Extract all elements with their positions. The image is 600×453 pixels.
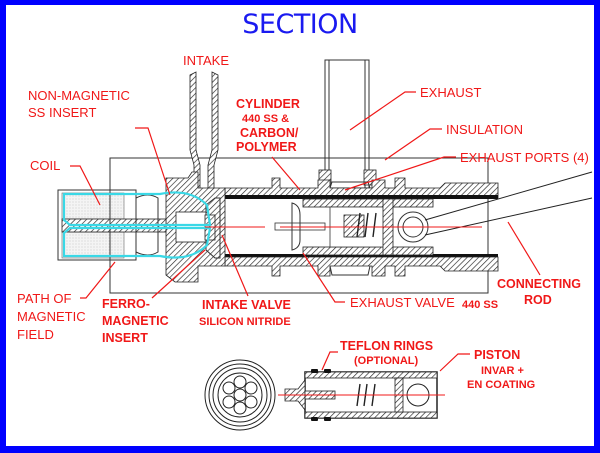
leader-exhaust bbox=[349, 91, 416, 131]
leader-exhaust-ports bbox=[344, 156, 456, 191]
label-non-magnetic: NON-MAGNETIC bbox=[28, 88, 130, 103]
leader-exhaust-valve bbox=[302, 252, 345, 303]
label-intake: INTAKE bbox=[183, 53, 229, 68]
label-piston: PISTON bbox=[474, 348, 520, 362]
svg-text:ROD: ROD bbox=[524, 293, 552, 307]
leader-cylinder bbox=[271, 156, 301, 191]
svg-text:MAGNETIC: MAGNETIC bbox=[17, 309, 86, 324]
svg-text:POLYMER: POLYMER bbox=[236, 140, 297, 154]
svg-text:MAGNETIC: MAGNETIC bbox=[102, 314, 169, 328]
svg-text:SILICON NITRIDE: SILICON NITRIDE bbox=[199, 316, 291, 328]
magnetic-path-lower bbox=[62, 226, 212, 259]
main-section-view bbox=[57, 59, 593, 294]
connecting-rod-line-2 bbox=[424, 197, 593, 236]
diagram-title: SECTION bbox=[242, 9, 357, 40]
leader-coil bbox=[70, 165, 101, 206]
piston-side-view bbox=[278, 369, 445, 421]
leader-insulation bbox=[384, 128, 442, 161]
label-intake-valve: INTAKE VALVE bbox=[202, 298, 291, 312]
svg-text:440 SS &: 440 SS & bbox=[242, 113, 289, 125]
leader-path-of-field bbox=[80, 261, 116, 299]
label-ferromagnetic-insert: FERRO- bbox=[102, 297, 150, 311]
leader-teflon-rings bbox=[321, 351, 338, 371]
exhaust-tube bbox=[318, 59, 377, 189]
label-cylinder: CYLINDER bbox=[236, 97, 300, 111]
svg-text:INSERT: INSERT bbox=[102, 331, 148, 345]
cylinder bbox=[224, 177, 499, 277]
leader-intake-valve bbox=[221, 234, 249, 297]
label-exhaust-valve: EXHAUST VALVE bbox=[350, 295, 455, 310]
leader-connecting-rod bbox=[507, 221, 541, 276]
magnetic-path-upper bbox=[62, 191, 212, 227]
label-exhaust-valve-material: 440 SS bbox=[462, 299, 498, 311]
svg-text:(OPTIONAL): (OPTIONAL) bbox=[354, 355, 418, 367]
connecting-rod-line-1 bbox=[424, 171, 593, 221]
label-coil: COIL bbox=[30, 158, 60, 173]
label-exhaust-ports: EXHAUST PORTS (4) bbox=[460, 150, 589, 165]
svg-text:FIELD: FIELD bbox=[17, 327, 54, 342]
leader-ferromagnetic bbox=[151, 249, 206, 299]
label-connecting-rod: CONNECTING bbox=[497, 277, 581, 291]
svg-text:INVAR +: INVAR + bbox=[481, 365, 524, 377]
label-exhaust: EXHAUST bbox=[420, 85, 481, 100]
label-teflon-rings: TEFLON RINGS bbox=[340, 339, 433, 353]
leader-piston bbox=[439, 353, 470, 372]
piston-end-view bbox=[204, 359, 276, 431]
label-path-of-field: PATH OF bbox=[17, 291, 71, 306]
label-insulation: INSULATION bbox=[446, 122, 523, 137]
svg-text:SS INSERT: SS INSERT bbox=[28, 105, 96, 120]
svg-text:EN COATING: EN COATING bbox=[467, 379, 535, 391]
leader-non-magnetic bbox=[135, 127, 171, 196]
svg-text:CARBON/: CARBON/ bbox=[240, 126, 299, 140]
